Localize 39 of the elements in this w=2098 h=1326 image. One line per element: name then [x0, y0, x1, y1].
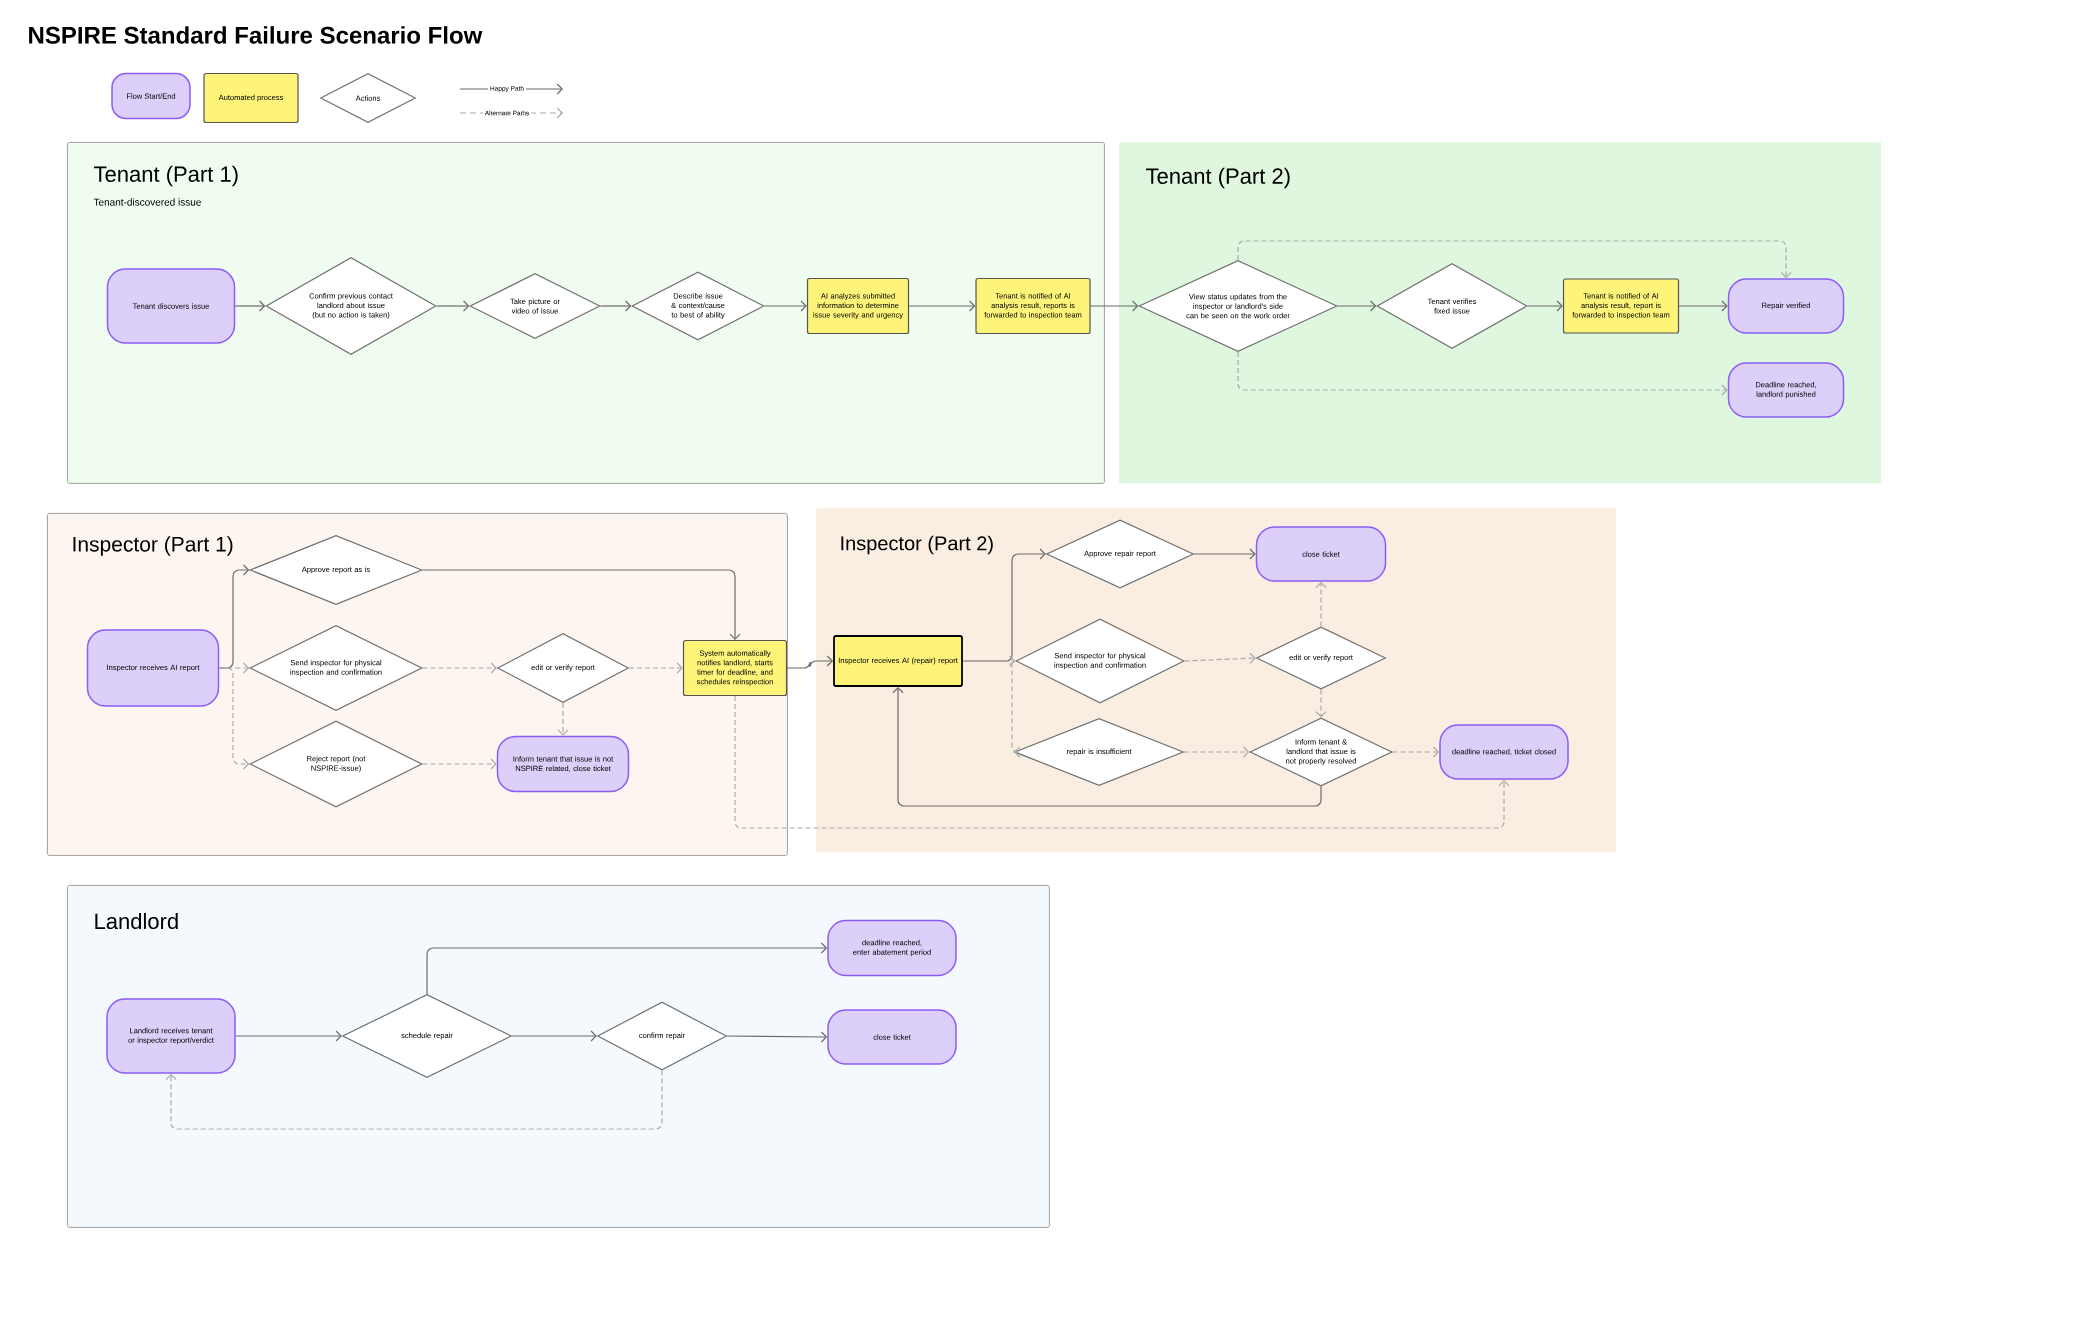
lane-heading: Tenant (Part 2) [1146, 167, 1290, 189]
arrow [600, 300, 632, 312]
arrow [786, 655, 834, 669]
title: NSPIRE Standard Failure Scenario Flow [29, 26, 483, 44]
arrow [628, 662, 683, 674]
arrow [422, 758, 497, 770]
arrow [908, 300, 976, 312]
arrow [726, 1031, 828, 1043]
arrow [1315, 581, 1327, 627]
lane-heading: Tenant (Part 1) [94, 165, 238, 187]
arrow [734, 695, 1510, 829]
arrow [962, 660, 1021, 758]
arrow [165, 1070, 663, 1130]
arrow [1678, 300, 1728, 312]
arrow [511, 1030, 597, 1042]
arrow [436, 300, 470, 312]
arrow [426, 942, 828, 995]
arrow [1237, 351, 1728, 396]
arrow [234, 300, 266, 312]
arrow [1184, 652, 1256, 664]
lane-heading: Landlord [95, 912, 178, 930]
arrow [1183, 746, 1250, 758]
subtitle: Tenant-discovered issue [93, 198, 201, 206]
arrow [1237, 240, 1792, 279]
arrow [235, 1030, 342, 1042]
arrow [218, 667, 250, 770]
arrow [1193, 548, 1256, 560]
arrow [764, 300, 807, 312]
arrow [1090, 300, 1139, 312]
arrow [1337, 300, 1377, 312]
arrow [1527, 300, 1563, 312]
arrow [422, 569, 741, 640]
arrow [1315, 689, 1327, 718]
arrow [892, 686, 1322, 807]
arrow [1392, 746, 1440, 758]
lane-heading: Inspector (Part 2) [841, 535, 993, 555]
arrow [557, 702, 569, 736]
arrow [422, 662, 497, 674]
lane-heading: Inspector (Part 1) [73, 536, 233, 556]
